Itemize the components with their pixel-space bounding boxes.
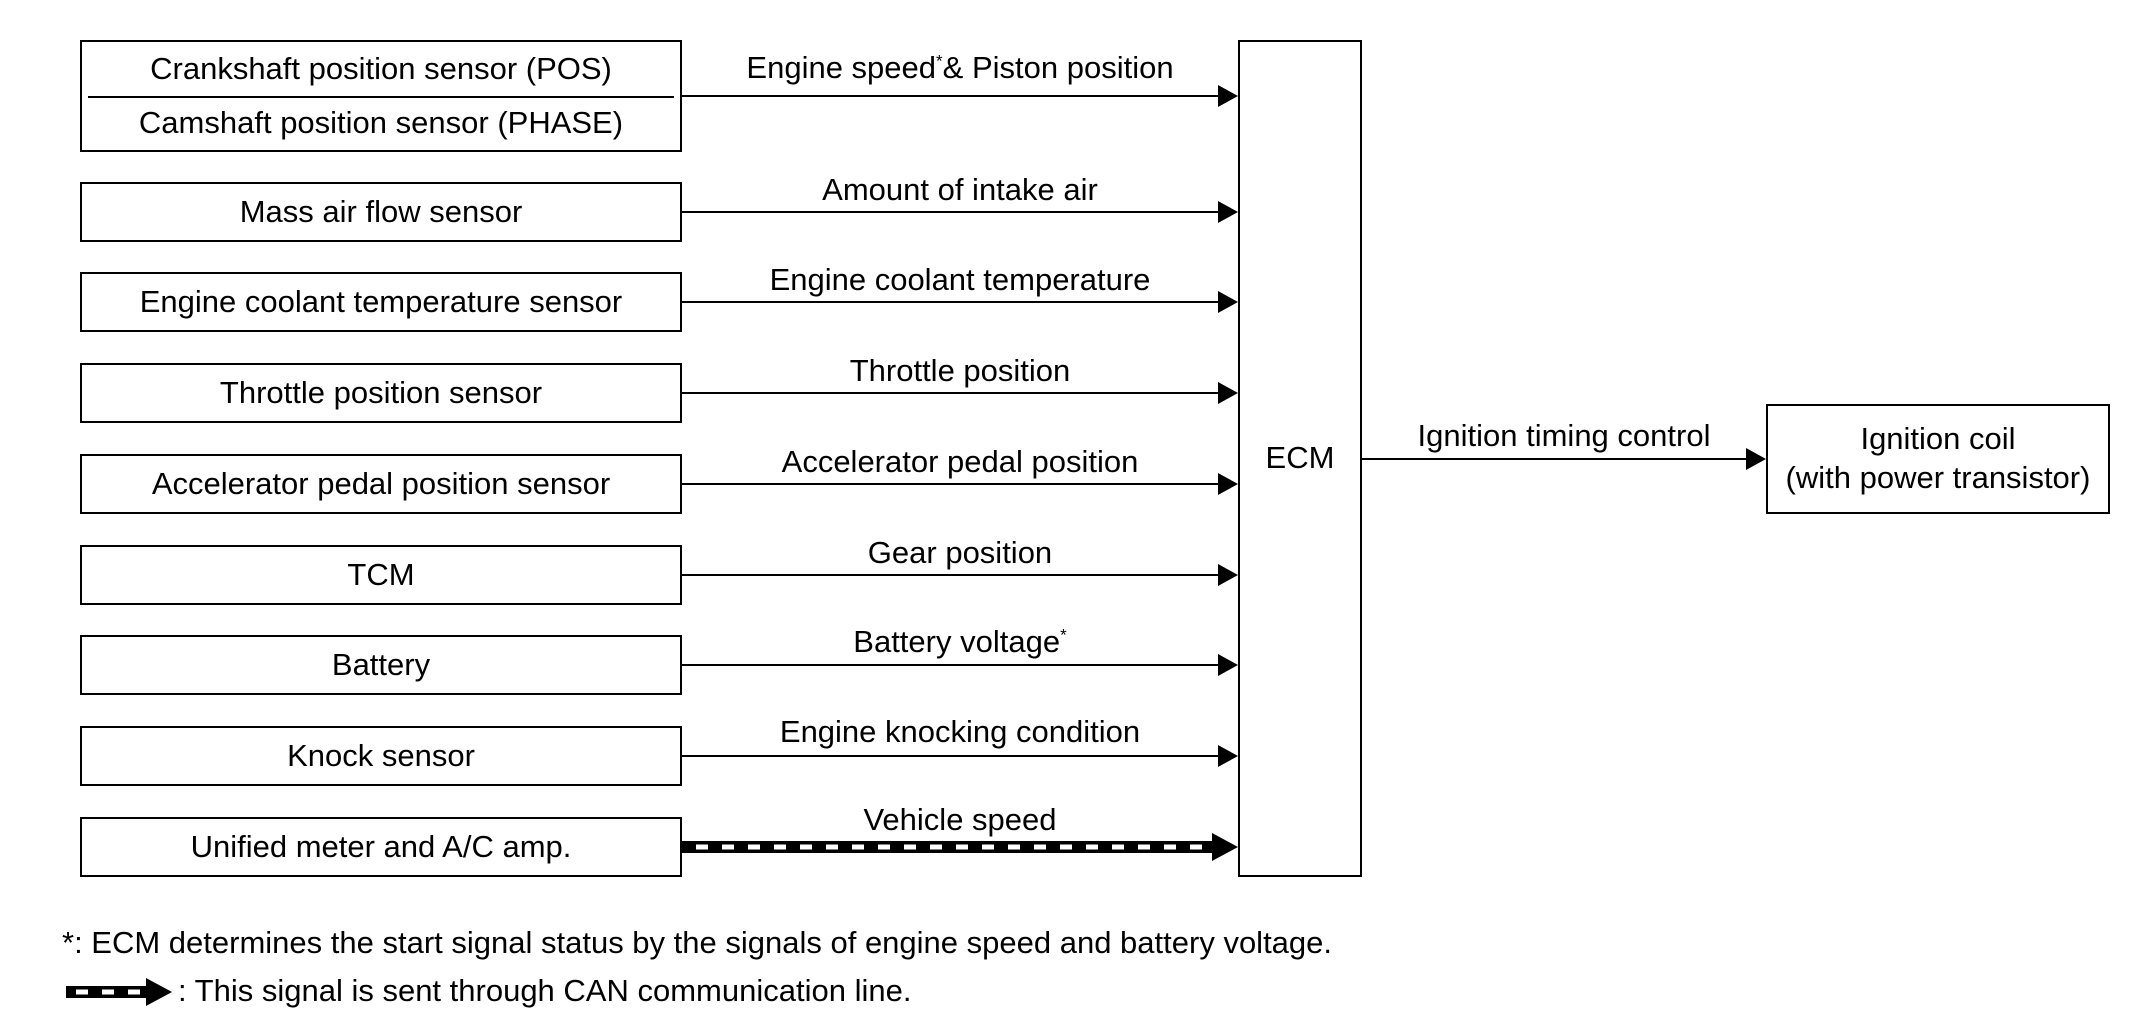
- signal-label-throttle: Throttle position: [849, 353, 1071, 388]
- asterisk-mark: *: [1060, 625, 1067, 645]
- tcm-box: TCM: [80, 545, 682, 605]
- signal-arrow-head: [1218, 473, 1238, 495]
- asterisk-note: *: ECM determines the start signal statu…: [62, 925, 1333, 960]
- throttle-position-sensor-box: Throttle position sensor: [80, 363, 682, 423]
- ignition-coil-box: Ignition coil (with power transistor): [1766, 404, 2110, 514]
- signal-label-knocking: Engine knocking condition: [779, 714, 1141, 749]
- coolant-temperature-sensor-box: Engine coolant temperature sensor: [80, 272, 682, 332]
- signal-label-ignition-timing: Ignition timing control: [1417, 418, 1711, 453]
- camshaft-sensor-label: Camshaft position sensor (PHASE): [138, 104, 624, 140]
- ecm-box: ECM: [1238, 40, 1362, 877]
- can-note: : This signal is sent through CAN commun…: [178, 973, 912, 1008]
- signal-label-accelerator: Accelerator pedal position: [781, 444, 1139, 479]
- signal-arrow-head: [1218, 654, 1238, 676]
- legend-can-arrow-head: [146, 978, 172, 1006]
- sensor-divider: [88, 96, 674, 98]
- knock-sensor-box: Knock sensor: [80, 726, 682, 786]
- signal-arrow-head: [1218, 85, 1238, 107]
- signal-arrow-head: [1218, 201, 1238, 223]
- signal-label-gear: Gear position: [867, 535, 1053, 570]
- signal-label-engine-speed: Engine speed*& Piston position: [746, 50, 1174, 85]
- accelerator-pedal-sensor-box: Accelerator pedal position sensor: [80, 454, 682, 514]
- can-arrow-head: [1212, 833, 1238, 861]
- crankshaft-camshaft-sensor-box: Crankshaft position sensor (POS) Camshaf…: [80, 40, 682, 152]
- signal-arrow-head: [1218, 745, 1238, 767]
- ecm-label: ECM: [1265, 440, 1335, 476]
- crankshaft-sensor-label: Crankshaft position sensor (POS): [150, 50, 612, 86]
- unified-meter-box: Unified meter and A/C amp.: [80, 817, 682, 877]
- signal-label-battery-voltage: Battery voltage*: [853, 624, 1067, 659]
- signal-label-intake-air: Amount of intake air: [822, 172, 1098, 207]
- signal-label-vehicle-speed: Vehicle speed: [863, 802, 1057, 837]
- ignition-coil-line1: Ignition coil: [1860, 421, 2016, 457]
- signal-arrow-head: [1218, 291, 1238, 313]
- asterisk-mark: *: [936, 51, 943, 71]
- asterisk-mark: *: [62, 925, 75, 960]
- signal-arrow-head: [1218, 564, 1238, 586]
- signal-label-coolant-temp: Engine coolant temperature: [769, 262, 1151, 297]
- output-arrow-head: [1746, 448, 1766, 470]
- mass-air-flow-sensor-box: Mass air flow sensor: [80, 182, 682, 242]
- ignition-coil-line2: (with power transistor): [1785, 460, 2091, 495]
- signal-arrow-head: [1218, 382, 1238, 404]
- battery-box: Battery: [80, 635, 682, 695]
